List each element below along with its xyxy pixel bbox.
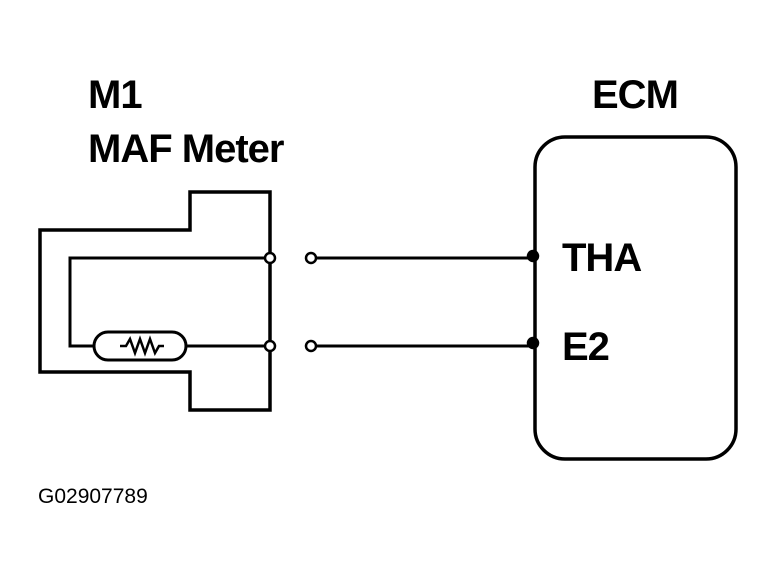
thermistor-resistor-icon: [120, 335, 164, 357]
ecm-pin-e2-label: E2: [562, 325, 609, 369]
connector-terminal-lower: [304, 339, 318, 353]
ecm-pin-tha-label: THA: [562, 236, 641, 280]
component-name-label: MAF Meter: [88, 127, 284, 171]
ecm-box: [533, 135, 738, 461]
maf-terminal-upper: [263, 251, 277, 265]
maf-meter-housing: [38, 190, 272, 412]
figure-code: G02907789: [38, 485, 148, 508]
component-id-label: M1: [88, 73, 142, 117]
ecm-pin-tha-terminal: [526, 249, 540, 263]
maf-internal-wire: [68, 256, 270, 348]
maf-terminal-lower: [263, 339, 277, 353]
ecm-title-label: ECM: [592, 73, 678, 117]
connector-terminal-upper: [304, 251, 318, 265]
ecm-pin-e2-terminal: [526, 336, 540, 350]
